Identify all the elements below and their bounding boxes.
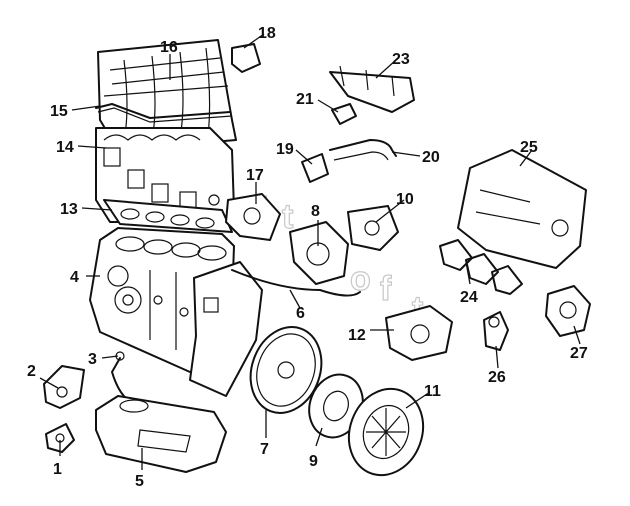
part-thermostat-housing	[225, 193, 281, 241]
part-water-pump	[289, 221, 349, 285]
part-sensor-21	[331, 103, 357, 125]
part-starter	[385, 305, 453, 361]
watermark-letter: f	[380, 270, 392, 308]
label-2: 2	[27, 363, 36, 380]
label-26: 26	[488, 369, 506, 386]
label-20: 20	[422, 149, 440, 166]
label-23: 23	[392, 51, 410, 68]
label-21: 21	[296, 91, 314, 108]
label-1: 1	[53, 461, 62, 478]
label-6: 6	[296, 305, 305, 322]
label-25: 25	[520, 139, 538, 156]
label-27: 27	[570, 345, 588, 362]
label-4: 4	[70, 269, 79, 286]
label-7: 7	[260, 441, 269, 458]
part-head-gasket	[103, 199, 233, 233]
label-8: 8	[311, 203, 320, 220]
part-labels: 1 2 3 4 5 6 7 8 9 10 11 12 13 14 15 16 1…	[27, 25, 588, 490]
label-12: 12	[348, 327, 366, 344]
label-15: 15	[50, 103, 68, 120]
watermark-letter: t	[282, 198, 293, 236]
label-16: 16	[160, 39, 178, 56]
part-flywheel	[249, 326, 323, 414]
label-5: 5	[135, 473, 144, 490]
part-sensor-18	[231, 43, 261, 73]
label-3: 3	[88, 351, 97, 368]
part-hose	[329, 139, 397, 161]
label-18: 18	[258, 25, 276, 42]
label-9: 9	[309, 453, 318, 470]
part-engine-mount	[43, 365, 85, 409]
part-pump-pulley	[347, 205, 399, 251]
part-throttle-body	[545, 285, 591, 337]
part-pressure-plate	[347, 387, 425, 477]
label-17: 17	[246, 167, 264, 184]
part-valve-26	[483, 311, 509, 351]
watermark-letter: o	[350, 260, 371, 298]
part-dipstick-cable	[231, 269, 361, 297]
label-24: 24	[460, 289, 478, 306]
part-cover-gasket	[95, 103, 233, 123]
part-oil-pan	[95, 395, 227, 473]
part-back-plate	[189, 261, 263, 397]
part-valve-cover	[97, 39, 237, 151]
label-10: 10	[396, 191, 414, 208]
part-intake-manifold	[457, 149, 587, 269]
label-13: 13	[60, 201, 78, 218]
label-14: 14	[56, 139, 74, 156]
part-fuel-rail	[329, 65, 415, 113]
label-19: 19	[276, 141, 294, 158]
label-11: 11	[424, 383, 441, 400]
leader-lines	[39, 33, 581, 470]
